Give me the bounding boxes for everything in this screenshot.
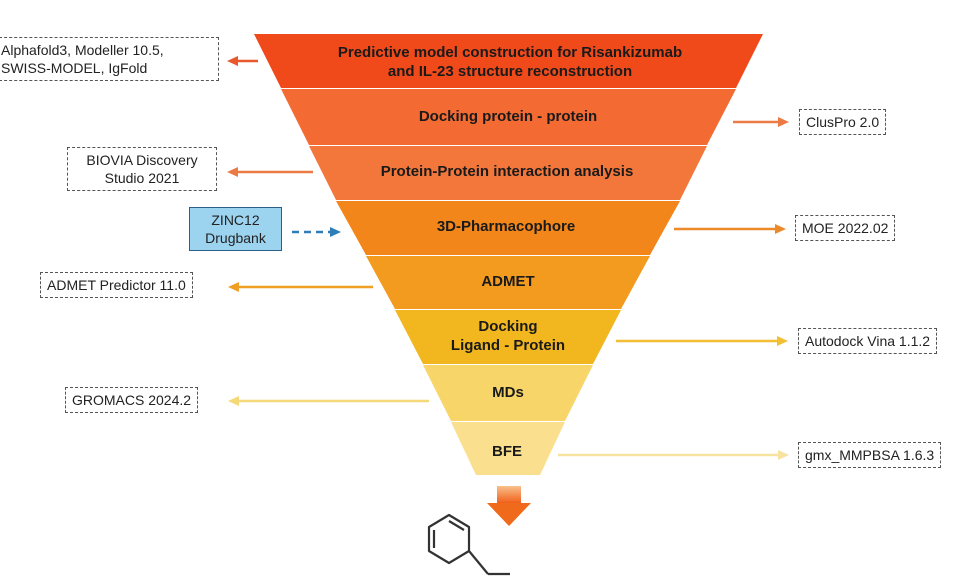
stage-label-mds: MDs bbox=[492, 384, 524, 401]
funnel-stage-admet bbox=[366, 256, 650, 309]
arrow-to-biovia bbox=[227, 167, 313, 177]
funnel-stage-structure-reconstruction bbox=[254, 34, 763, 88]
tool-box-autodock-vina: Autodock Vina 1.1.2 bbox=[798, 328, 938, 354]
arrow-to-moe bbox=[674, 224, 786, 234]
stage-label-ppi-analysis: Protein-Protein interaction analysis bbox=[380, 163, 634, 180]
stage-label-3d-pharmacophore: 3D-Pharmacophore bbox=[436, 218, 576, 235]
funnel-stage-bfe bbox=[451, 422, 565, 475]
tool-box-gmx-mmpbsa: gmx_MMPBSA 1.6.3 bbox=[798, 442, 942, 468]
arrow-to-gmx-mmpbsa bbox=[558, 450, 789, 460]
arrow-to-autodock-vina bbox=[616, 336, 788, 346]
stage-label-bfe: BFE bbox=[492, 443, 522, 460]
stage-label-docking-protein-protein: Docking protein - protein bbox=[418, 108, 598, 125]
funnel-stage-mds bbox=[423, 365, 593, 421]
funnel-stage-ppi-analysis bbox=[309, 146, 707, 200]
arrow-from-databases bbox=[292, 227, 341, 237]
output-down-arrow bbox=[487, 486, 531, 526]
tool-box-admet-predictor: ADMET Predictor 11.0 bbox=[40, 272, 193, 298]
funnel-stage-3d-pharmacophore bbox=[336, 201, 680, 255]
tool-box-cluspro: ClusPro 2.0 bbox=[799, 109, 887, 135]
arrow-to-cluspro bbox=[733, 117, 789, 127]
funnel-stage-docking-ligand-protein bbox=[395, 310, 621, 364]
stage-label-structure-reconstruction: Predictive model construction for Risank… bbox=[337, 44, 683, 80]
database-box-zinc-drugbank: ZINC12 Drugbank bbox=[189, 207, 282, 251]
tool-box-biovia: BIOVIA Discovery Studio 2021 bbox=[67, 147, 217, 191]
tool-box-gromacs: GROMACS 2024.2 bbox=[65, 387, 199, 413]
arrow-to-structure-tools bbox=[227, 56, 258, 66]
tool-box-structure-tools: Alphafold3, Modeller 10.5, SWISS-MODEL, … bbox=[0, 37, 219, 81]
arrow-to-admet-predictor bbox=[228, 282, 373, 292]
stage-label-docking-ligand-protein: Docking Ligand - Protein bbox=[450, 318, 566, 354]
molecule-structure-icon bbox=[427, 513, 510, 576]
stage-label-admet: ADMET bbox=[481, 273, 535, 290]
tool-box-moe: MOE 2022.02 bbox=[795, 215, 896, 241]
funnel-stage-docking-protein-protein bbox=[281, 89, 736, 145]
arrow-to-gromacs bbox=[228, 396, 429, 406]
